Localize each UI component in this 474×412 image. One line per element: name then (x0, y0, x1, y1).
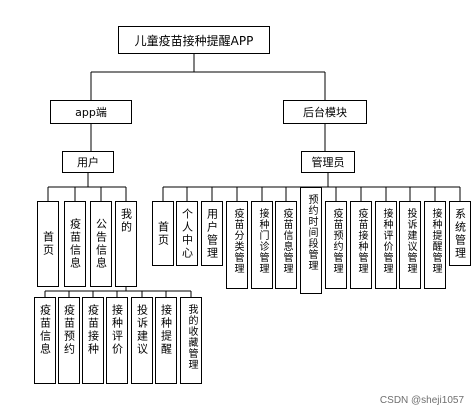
admin-module-reminder-management: 接种提醒管理 (424, 201, 446, 289)
mine-item-vaccination-review: 接种评价 (106, 297, 128, 384)
admin-module-vaccine-category: 疫苗分类管理 (226, 201, 248, 289)
user-module-vaccine-info: 疫苗信息 (64, 201, 86, 287)
admin-module-vaccine-info: 疫苗信息管理 (275, 201, 297, 289)
root-node: 儿童疫苗接种提醒APP (118, 26, 270, 54)
admin-module-home: 首页 (152, 201, 174, 266)
branch-admin-node: 后台模块 (283, 100, 367, 124)
mine-item-complaint: 投诉建议 (131, 297, 153, 384)
admin-module-review-management: 接种评价管理 (375, 201, 397, 289)
branch-app-node: app端 (50, 100, 132, 124)
mine-item-vaccine-booking: 疫苗预约 (58, 297, 80, 384)
role-admin-node: 管理员 (301, 151, 355, 173)
mine-item-vaccine-info: 疫苗信息 (34, 297, 56, 384)
mine-item-vaccination: 疫苗接种 (82, 297, 104, 384)
admin-module-personal-center: 个人中心 (176, 201, 198, 266)
admin-module-user-management: 用户管理 (201, 201, 223, 266)
mine-item-favorites: 我的收藏管理 (180, 297, 202, 384)
user-module-home: 首页 (37, 201, 59, 287)
admin-module-timeslot-management: 预约时间段管理 (300, 187, 322, 294)
admin-module-complaint-management: 投诉建议管理 (399, 201, 421, 289)
role-user-node: 用户 (62, 151, 114, 173)
mine-item-reminder: 接种提醒 (155, 297, 177, 384)
admin-module-clinic-management: 接种门诊管理 (251, 201, 273, 289)
admin-module-system-management: 系统管理 (449, 201, 471, 266)
user-module-notice-info: 公告信息 (90, 201, 112, 287)
watermark: CSDN @sheji1057 (379, 395, 464, 406)
user-module-mine: 我的 (115, 201, 137, 287)
admin-module-booking-management: 疫苗预约管理 (325, 201, 347, 289)
admin-module-vaccination-management: 疫苗接种管理 (350, 201, 372, 289)
